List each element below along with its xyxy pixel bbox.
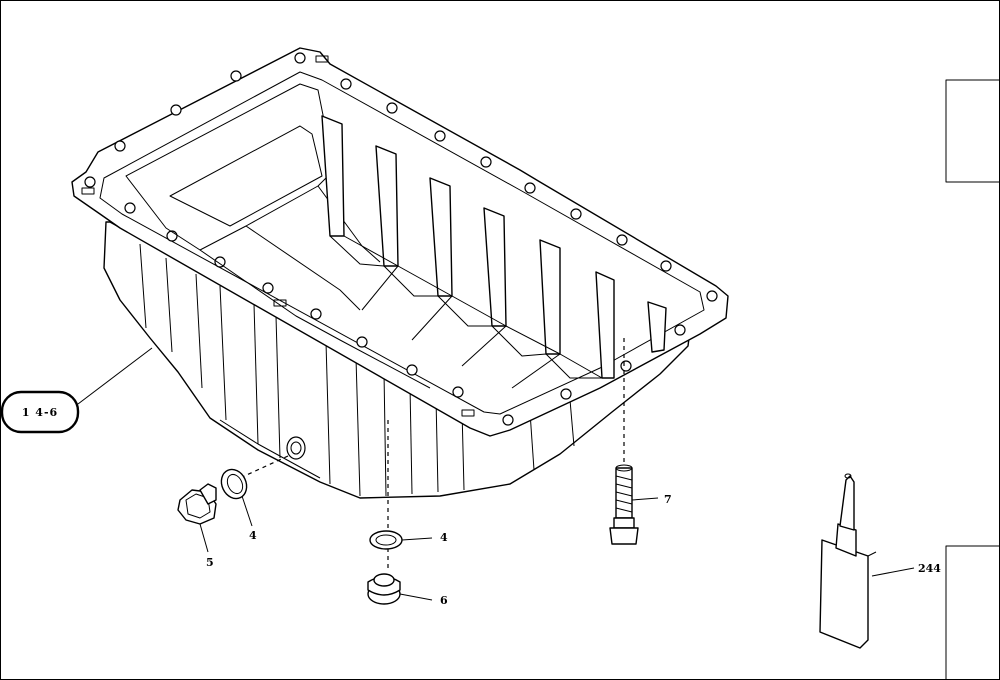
seal-ring-right (369, 530, 403, 550)
callout-drain-plug-bottom: 6 (440, 594, 448, 607)
callout-bolt: 7 (664, 493, 672, 506)
leader-sealant-tube (871, 567, 915, 577)
reference-label-capsule[interactable] (0, 390, 80, 434)
sealant-tube (819, 473, 877, 649)
seal-ring-left (220, 468, 248, 500)
leader-drain-plug-bottom (399, 593, 433, 601)
drain-plug-left (177, 483, 217, 525)
assembly-line-drain-side (239, 455, 289, 479)
callout-seal-right: 4 (440, 531, 448, 544)
leader-seal-left (241, 495, 253, 527)
side-tab-bottom (945, 545, 1000, 680)
leader-drain-plug-left (199, 523, 209, 553)
callout-sealant-tube: 244 (918, 562, 941, 575)
reference-label[interactable]: 1 4-6 (22, 406, 58, 419)
leader-reference (77, 347, 153, 405)
callout-drain-plug-left: 5 (206, 556, 214, 569)
callout-seal-left: 4 (249, 529, 257, 542)
oil-pan (71, 47, 729, 499)
drain-plug-bottom (367, 573, 401, 605)
flange-bolt-holes (84, 52, 718, 426)
leader-seal-right (401, 537, 433, 541)
side-tab-top (945, 79, 1000, 183)
leader-bolt (631, 497, 659, 501)
bolt (609, 464, 639, 545)
